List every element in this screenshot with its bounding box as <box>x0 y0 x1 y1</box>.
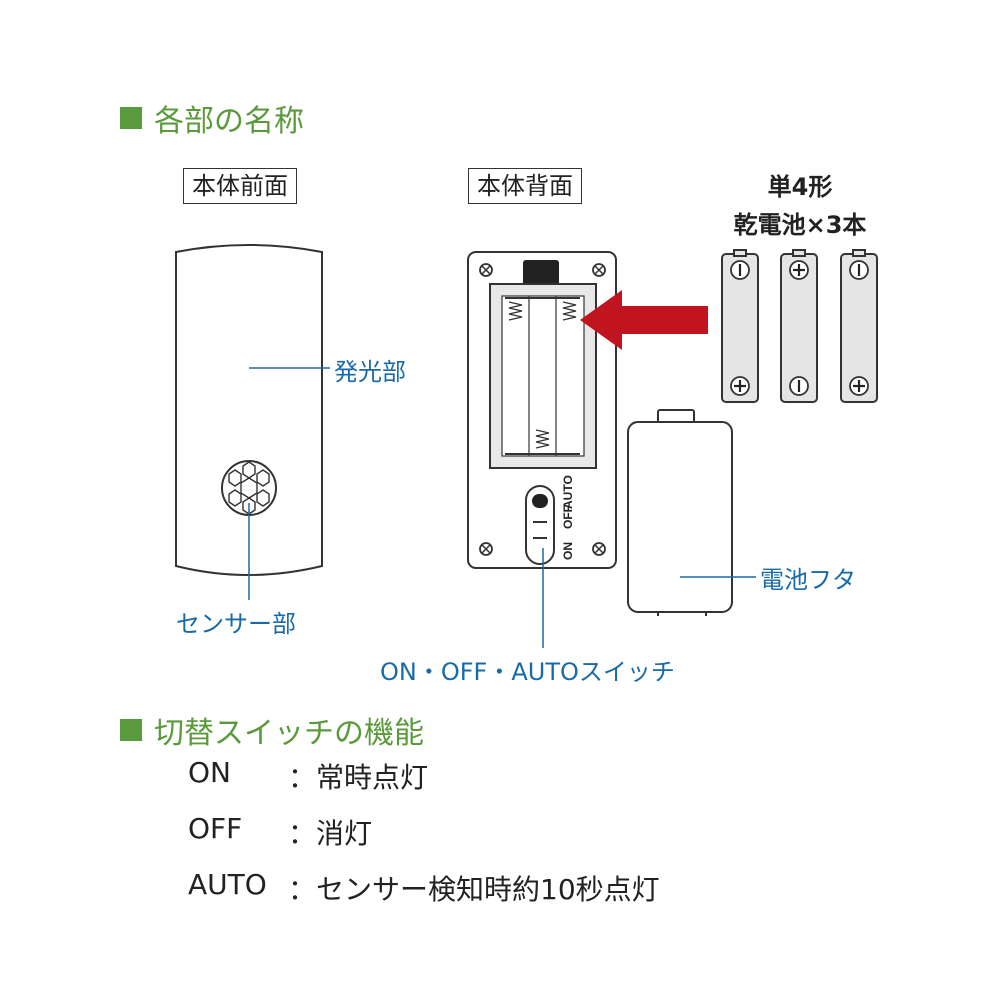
mode-description: ：センサー検知時約10秒点灯 <box>288 873 660 906</box>
mode-switch <box>525 485 555 565</box>
switch-on-text: ON <box>561 542 575 560</box>
mode-description: ：常時点灯 <box>288 761 429 794</box>
mode-name: ON <box>188 756 231 789</box>
battery-cover <box>627 409 733 616</box>
battery-icon <box>721 249 878 403</box>
function-section-heading: 切替スイッチの機能 <box>120 708 424 752</box>
function-row-auto: AUTO ：センサー検知時約10秒点灯 <box>188 868 660 908</box>
front-view-label: 本体前面 <box>183 168 297 204</box>
function-heading-text: 切替スイッチの機能 <box>154 716 424 751</box>
mode-name: AUTO <box>188 868 267 901</box>
switch-off-text: OFF <box>561 505 575 529</box>
insert-arrow-icon <box>580 290 708 350</box>
switch-auto-text: AUTO <box>561 475 575 509</box>
light-label: 発光部 <box>334 358 406 386</box>
heading-square-icon <box>120 107 142 129</box>
function-row-on: ON ：常時点灯 <box>188 756 428 796</box>
parts-heading-text: 各部の名称 <box>154 104 304 139</box>
heading-square-icon <box>120 719 142 741</box>
back-body <box>467 251 617 569</box>
back-view-label: 本体背面 <box>468 168 582 204</box>
mode-description: ：消灯 <box>288 817 373 850</box>
function-row-off: OFF ：消灯 <box>188 812 372 852</box>
switch-label: ON・OFF・AUTOスイッチ <box>380 658 675 686</box>
battery-cover-label: 電池フタ <box>760 566 856 594</box>
battery-count-text: 乾電池×3本 <box>733 211 867 239</box>
front-body <box>175 244 323 576</box>
mode-name: OFF <box>188 812 243 845</box>
sensor-label: センサー部 <box>176 610 296 638</box>
parts-section-heading: 各部の名称 <box>120 96 304 140</box>
battery-spec-label: 単4形 乾電池×3本 <box>700 168 900 244</box>
battery-type-text: 単4形 <box>767 173 833 201</box>
